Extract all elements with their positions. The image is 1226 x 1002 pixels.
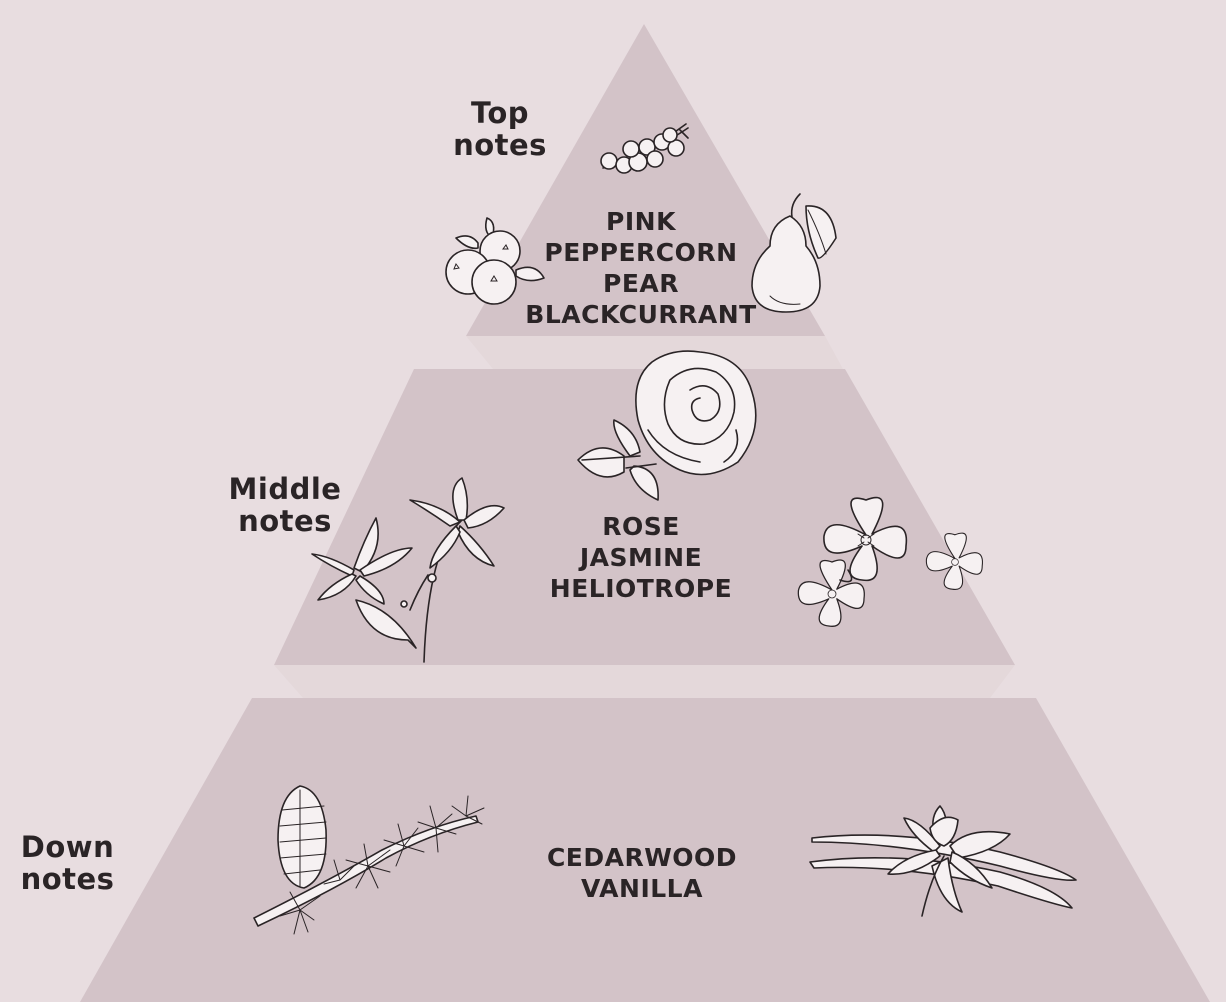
note-item: PEAR [603,269,679,298]
down-notes-list: CEDARWOOD VANILLA [516,842,768,904]
note-item: HELIOTROPE [549,574,733,603]
pink-peppercorn-icon [600,123,689,174]
note-item: PEPPERCORN [544,238,738,267]
note-item: BLACKCURRANT [525,300,757,329]
blackcurrant-icon [445,217,545,305]
note-item: VANILLA [581,874,703,903]
down-notes-label: Down notes [10,831,125,895]
tier-top-shape [466,24,825,336]
middle-notes-label: Middle notes [220,473,350,537]
connector-top-middle [466,336,843,369]
jasmine-icon [311,477,505,663]
vanilla-flower-icon [809,805,1077,917]
heliotrope-icon [797,496,983,627]
note-item: ROSE [602,512,680,541]
rose-icon [577,350,757,501]
middle-notes-list: ROSE JASMINE HELIOTROPE [520,511,762,604]
middle-notes-label-line1: Middle [228,472,342,506]
tier-down-shape [80,698,1210,1002]
top-notes-list: PINK PEPPERCORN PEAR BLACKCURRANT [505,206,777,330]
pear-icon [751,193,837,313]
note-item: PINK [606,207,676,236]
note-item: CEDARWOOD [546,843,738,872]
down-notes-label-line2: notes [20,862,115,896]
top-notes-label-line2: notes [453,128,547,162]
middle-notes-label-line2: notes [238,504,332,538]
down-notes-label-line1: Down [20,830,115,864]
connector-middle-down [274,665,1015,698]
top-notes-label: Top notes [445,97,555,161]
cedar-branch-icon [253,785,485,935]
top-notes-label-line1: Top [470,96,530,130]
note-item: JASMINE [579,543,703,572]
